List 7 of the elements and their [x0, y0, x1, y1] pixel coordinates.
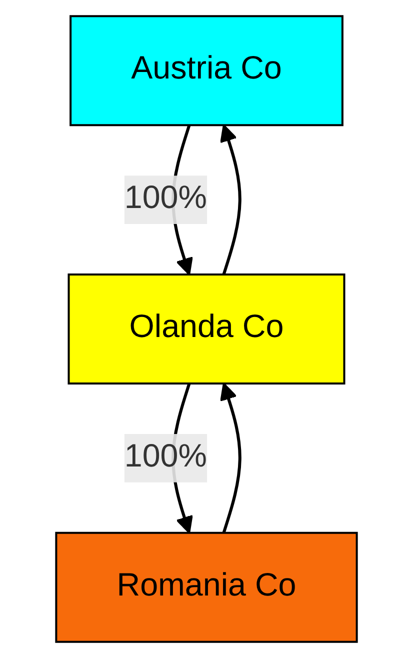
node-box: Austria Co [70, 15, 344, 126]
edge-label: 100% [124, 182, 207, 216]
edge-label: 100% [124, 440, 207, 474]
node-box: Romania Co [55, 532, 358, 643]
arrow [220, 124, 242, 275]
node-box: Olanda Co [68, 274, 346, 384]
arrow [220, 382, 242, 534]
